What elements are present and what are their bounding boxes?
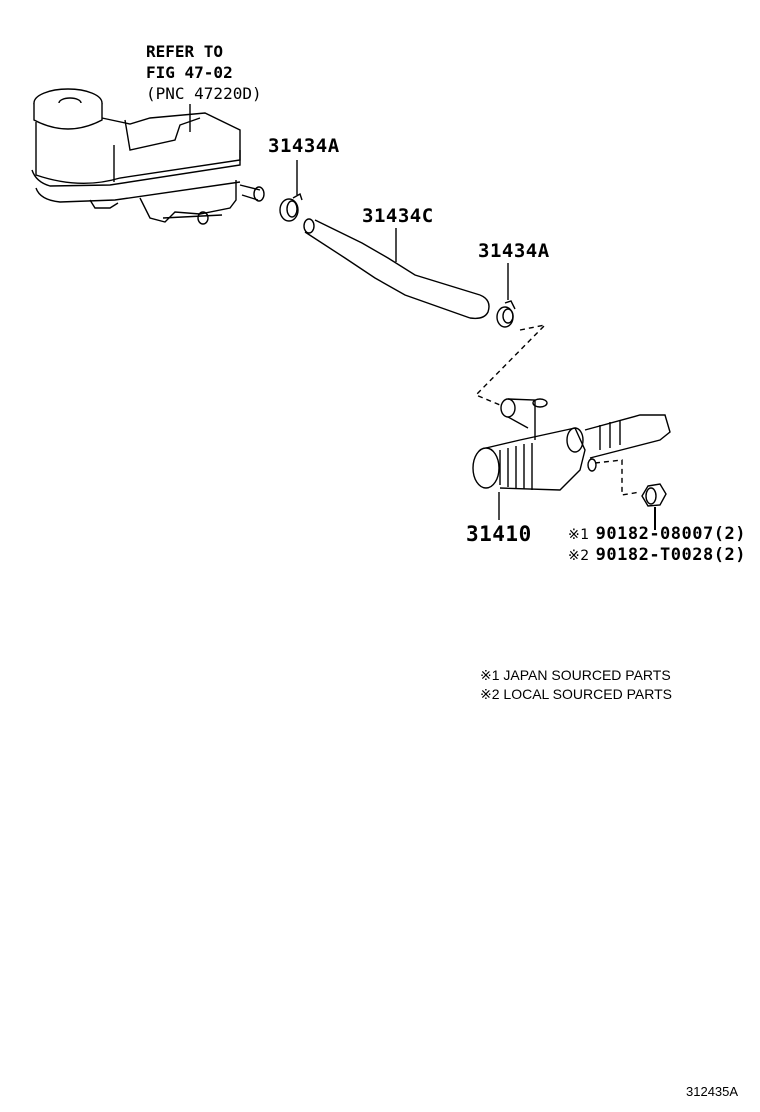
note-mark: ※2 <box>568 548 590 564</box>
part-number: 90182-T0028(2) <box>595 545 746 565</box>
reservoir-tank-drawing <box>31 88 265 225</box>
reference-line-1: REFER TO <box>146 42 224 61</box>
figure-id: 312435A <box>686 1084 739 1099</box>
clamp-lower-drawing <box>496 263 516 328</box>
nut-dashed-line <box>594 459 641 496</box>
hose-drawing <box>303 218 490 320</box>
callout-31434a-upper[interactable]: 31434A <box>268 135 340 157</box>
clutch-release-cylinder-drawing <box>472 398 671 491</box>
callout-31434a-lower[interactable]: 31434A <box>478 240 550 262</box>
nut-part-2[interactable]: ※2 90182-T0028(2) <box>568 545 746 565</box>
reference-text: REFER TO FIG 47-02 (PNC 47220D) <box>146 41 262 104</box>
callout-31434c[interactable]: 31434C <box>362 205 434 227</box>
legend-local-sourced: ※2 LOCAL SOURCED PARTS <box>480 686 672 702</box>
reference-line-3: (PNC 47220D) <box>146 84 262 103</box>
assembly-dashed-line <box>474 323 548 406</box>
part-number: 90182-08007(2) <box>595 524 746 544</box>
legend-japan-sourced: ※1 JAPAN SOURCED PARTS <box>480 667 671 683</box>
clamp-upper-drawing <box>279 160 303 222</box>
reference-line-2: FIG 47-02 <box>146 63 233 82</box>
nut-part-1[interactable]: ※1 90182-08007(2) <box>568 524 746 544</box>
note-mark: ※1 <box>568 527 590 543</box>
flange-nut-drawing <box>641 483 667 530</box>
callout-31410[interactable]: 31410 <box>466 522 532 546</box>
